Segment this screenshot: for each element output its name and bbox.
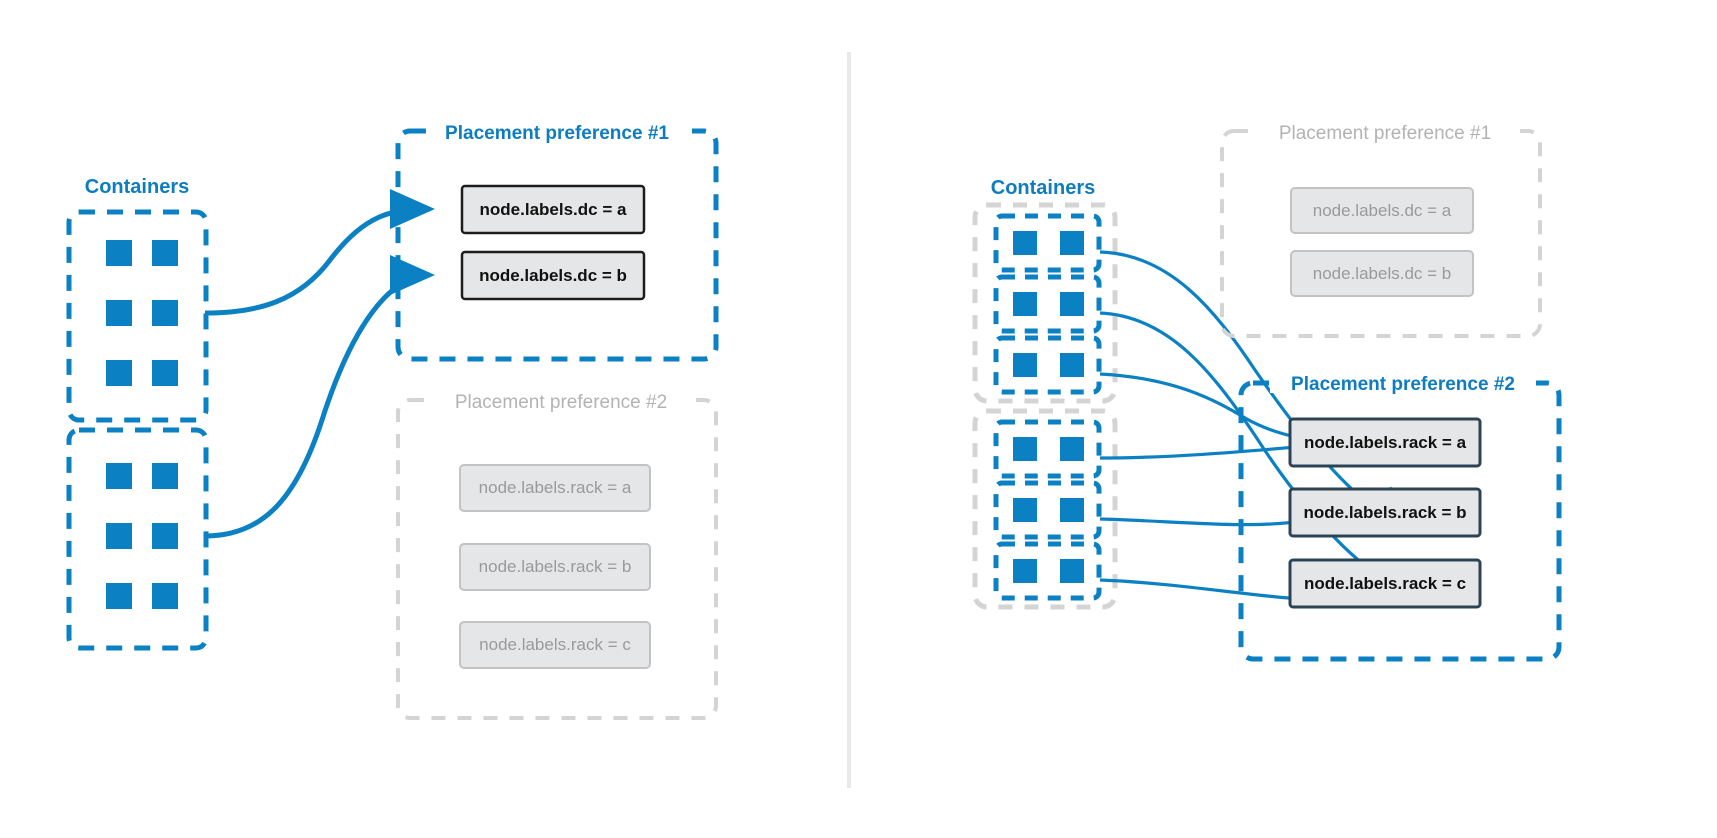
right-pref-2-title: Placement preference #2	[1291, 374, 1515, 395]
right-panel: Containers	[972, 123, 1562, 662]
container-square	[1013, 292, 1037, 316]
right-container-group-2[interactable]	[972, 408, 1118, 610]
container-subgroup[interactable]	[993, 274, 1102, 334]
container-square	[1013, 353, 1037, 377]
container-square	[1060, 353, 1084, 377]
container-square	[1060, 231, 1084, 255]
container-square	[1060, 292, 1084, 316]
right-containers-label: Containers	[991, 177, 1095, 199]
left-panel: Containers	[66, 122, 719, 720]
chip-label: node.labels.rack = a	[1304, 433, 1467, 452]
subgroup-outline	[993, 480, 1102, 540]
connector-a1-to-rack-b	[1099, 250, 1381, 514]
chip-label: node.labels.dc = b	[479, 266, 627, 285]
container-subgroup[interactable]	[993, 335, 1102, 395]
chip-box[interactable]	[459, 543, 651, 591]
container-square	[152, 463, 178, 489]
right-pref-1[interactable]: Placement preference #1 node.labels.dc =…	[1220, 123, 1542, 338]
subgroup-outline	[993, 335, 1102, 395]
pref-outline	[1220, 129, 1542, 338]
chip-label: node.labels.dc = a	[480, 200, 627, 219]
right-pref-1-title: Placement preference #1	[1279, 123, 1491, 144]
chip-box[interactable]	[460, 250, 646, 301]
chip-label: node.labels.rack = a	[479, 478, 632, 497]
left-pref-1-title: Placement preference #1	[445, 123, 669, 144]
pref-outline	[395, 128, 719, 362]
title-mask	[1255, 123, 1513, 141]
container-group-outline	[66, 427, 209, 651]
chip-label: node.labels.dc = a	[1313, 201, 1452, 220]
container-square	[1013, 559, 1037, 583]
container-square	[1013, 437, 1037, 461]
chip-label: node.labels.rack = c	[1304, 574, 1466, 593]
container-square	[1060, 437, 1084, 461]
chip-label: node.labels.rack = c	[479, 635, 631, 654]
container-square	[1060, 498, 1084, 522]
container-subgroup[interactable]	[993, 541, 1102, 601]
chip-box[interactable]	[459, 464, 651, 512]
title-mask	[1270, 373, 1536, 393]
chip-box[interactable]	[1290, 250, 1474, 297]
container-square	[106, 463, 132, 489]
container-square	[152, 240, 178, 266]
container-square	[1060, 559, 1084, 583]
chip-label: node.labels.dc = b	[1313, 264, 1451, 283]
container-square	[106, 360, 132, 386]
left-pref-2[interactable]: Placement preference #2 node.labels.rack…	[396, 392, 718, 720]
container-subgroup[interactable]	[993, 480, 1102, 540]
subgroup-outline	[993, 541, 1102, 601]
container-square	[1013, 498, 1037, 522]
container-group-outline	[972, 202, 1118, 404]
chip-box[interactable]	[459, 621, 651, 669]
container-square	[152, 583, 178, 609]
subgroup-outline	[993, 419, 1102, 479]
chip-box[interactable]	[1288, 487, 1482, 538]
container-square	[1013, 231, 1037, 255]
container-subgroup[interactable]	[993, 419, 1102, 479]
left-container-group-1[interactable]	[66, 209, 209, 423]
container-square	[106, 300, 132, 326]
container-subgroup[interactable]	[993, 213, 1102, 273]
container-group-outline	[972, 408, 1118, 610]
container-square	[152, 523, 178, 549]
title-mask	[430, 122, 692, 142]
left-containers-label: Containers	[85, 176, 189, 198]
right-container-group-1[interactable]	[972, 202, 1118, 404]
container-square	[106, 523, 132, 549]
title-mask	[432, 392, 690, 410]
connector-a2-to-rack-c	[1099, 311, 1391, 585]
container-square	[152, 360, 178, 386]
left-container-group-2[interactable]	[66, 427, 209, 651]
chip-box[interactable]	[460, 184, 646, 235]
left-pref-2-title: Placement preference #2	[455, 392, 667, 413]
chip-box[interactable]	[1290, 187, 1474, 234]
container-square	[106, 240, 132, 266]
connector-arrow	[204, 255, 435, 539]
chip-box[interactable]	[1288, 417, 1482, 468]
subgroup-outline	[993, 213, 1102, 273]
chip-box[interactable]	[1288, 558, 1482, 609]
container-square	[106, 583, 132, 609]
chip-label: node.labels.rack = b	[479, 557, 632, 576]
right-pref-2[interactable]: Placement preference #2 node.labels.rack…	[1238, 373, 1562, 662]
subgroup-outline	[993, 274, 1102, 334]
container-group-outline	[66, 209, 209, 423]
container-square	[152, 300, 178, 326]
chip-label: node.labels.rack = b	[1304, 503, 1467, 522]
left-pref-1[interactable]: Placement preference #1 node.labels.dc =…	[395, 122, 719, 362]
